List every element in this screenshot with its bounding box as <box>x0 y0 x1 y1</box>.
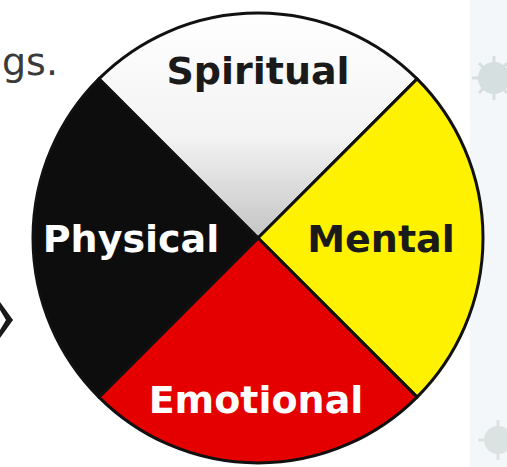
quadrant-label: Spiritual <box>166 51 349 93</box>
quadrant-label: Mental <box>307 219 454 261</box>
quadrant-label: Physical <box>43 219 220 261</box>
virus-icon <box>472 56 507 100</box>
wedge-fill <box>33 79 258 397</box>
virus-icon <box>478 420 507 460</box>
physical-quadrant: Physical <box>31 76 260 400</box>
arrow-fragment <box>0 302 13 338</box>
quadrant-label: Emotional <box>149 380 364 422</box>
cut-off-text: gs. <box>2 40 58 84</box>
